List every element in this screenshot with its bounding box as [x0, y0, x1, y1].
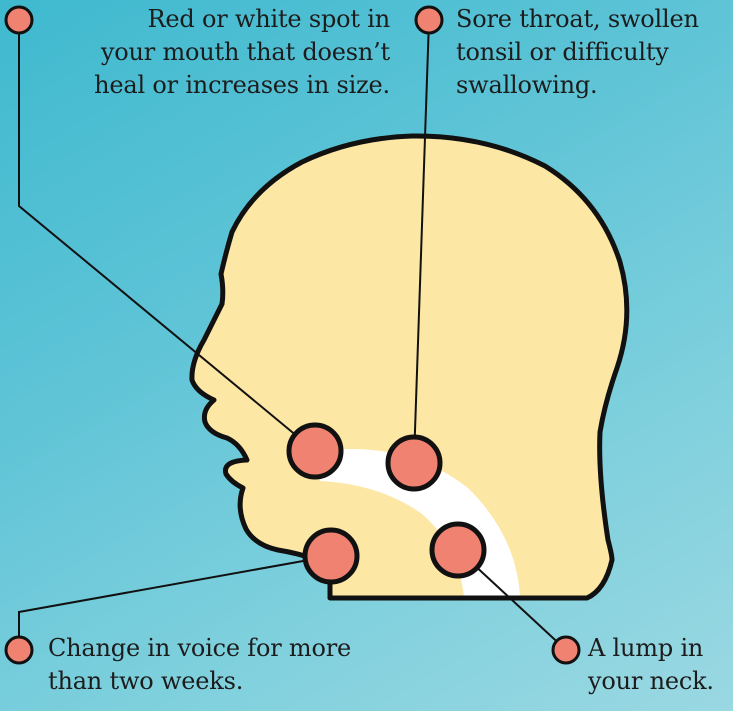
marker-dot-mouth-spot: [6, 7, 32, 33]
label-lump: A lump in your neck.: [588, 632, 733, 698]
location-marker-mouth-spot: [289, 425, 341, 477]
marker-dot-throat: [416, 7, 442, 33]
label-voice-line-1: Change in voice for more: [48, 632, 428, 665]
location-marker-lump: [432, 524, 484, 576]
label-lump-line-2: your neck.: [588, 665, 733, 698]
label-lump-line-1: A lump in: [588, 632, 733, 665]
label-throat-line-3: swallowing.: [456, 69, 733, 102]
label-mouth-spot-line-3: heal or increases in size.: [50, 69, 390, 102]
label-throat-line-1: Sore throat, swollen: [456, 3, 733, 36]
head-silhouette: [192, 136, 627, 598]
label-throat-line-2: tonsil or difficulty: [456, 36, 733, 69]
marker-dot-voice: [6, 637, 32, 663]
label-mouth-spot-line-1: Red or white spot in: [50, 3, 390, 36]
label-voice: Change in voice for more than two weeks.: [48, 632, 428, 698]
label-mouth-spot-line-2: your mouth that doesn’t: [50, 36, 390, 69]
label-voice-line-2: than two weeks.: [48, 665, 428, 698]
location-marker-throat: [388, 437, 440, 489]
label-throat: Sore throat, swollen tonsil or difficult…: [456, 3, 733, 102]
location-marker-voice: [305, 530, 357, 582]
label-mouth-spot: Red or white spot in your mouth that doe…: [50, 3, 390, 102]
marker-dot-lump: [553, 637, 579, 663]
